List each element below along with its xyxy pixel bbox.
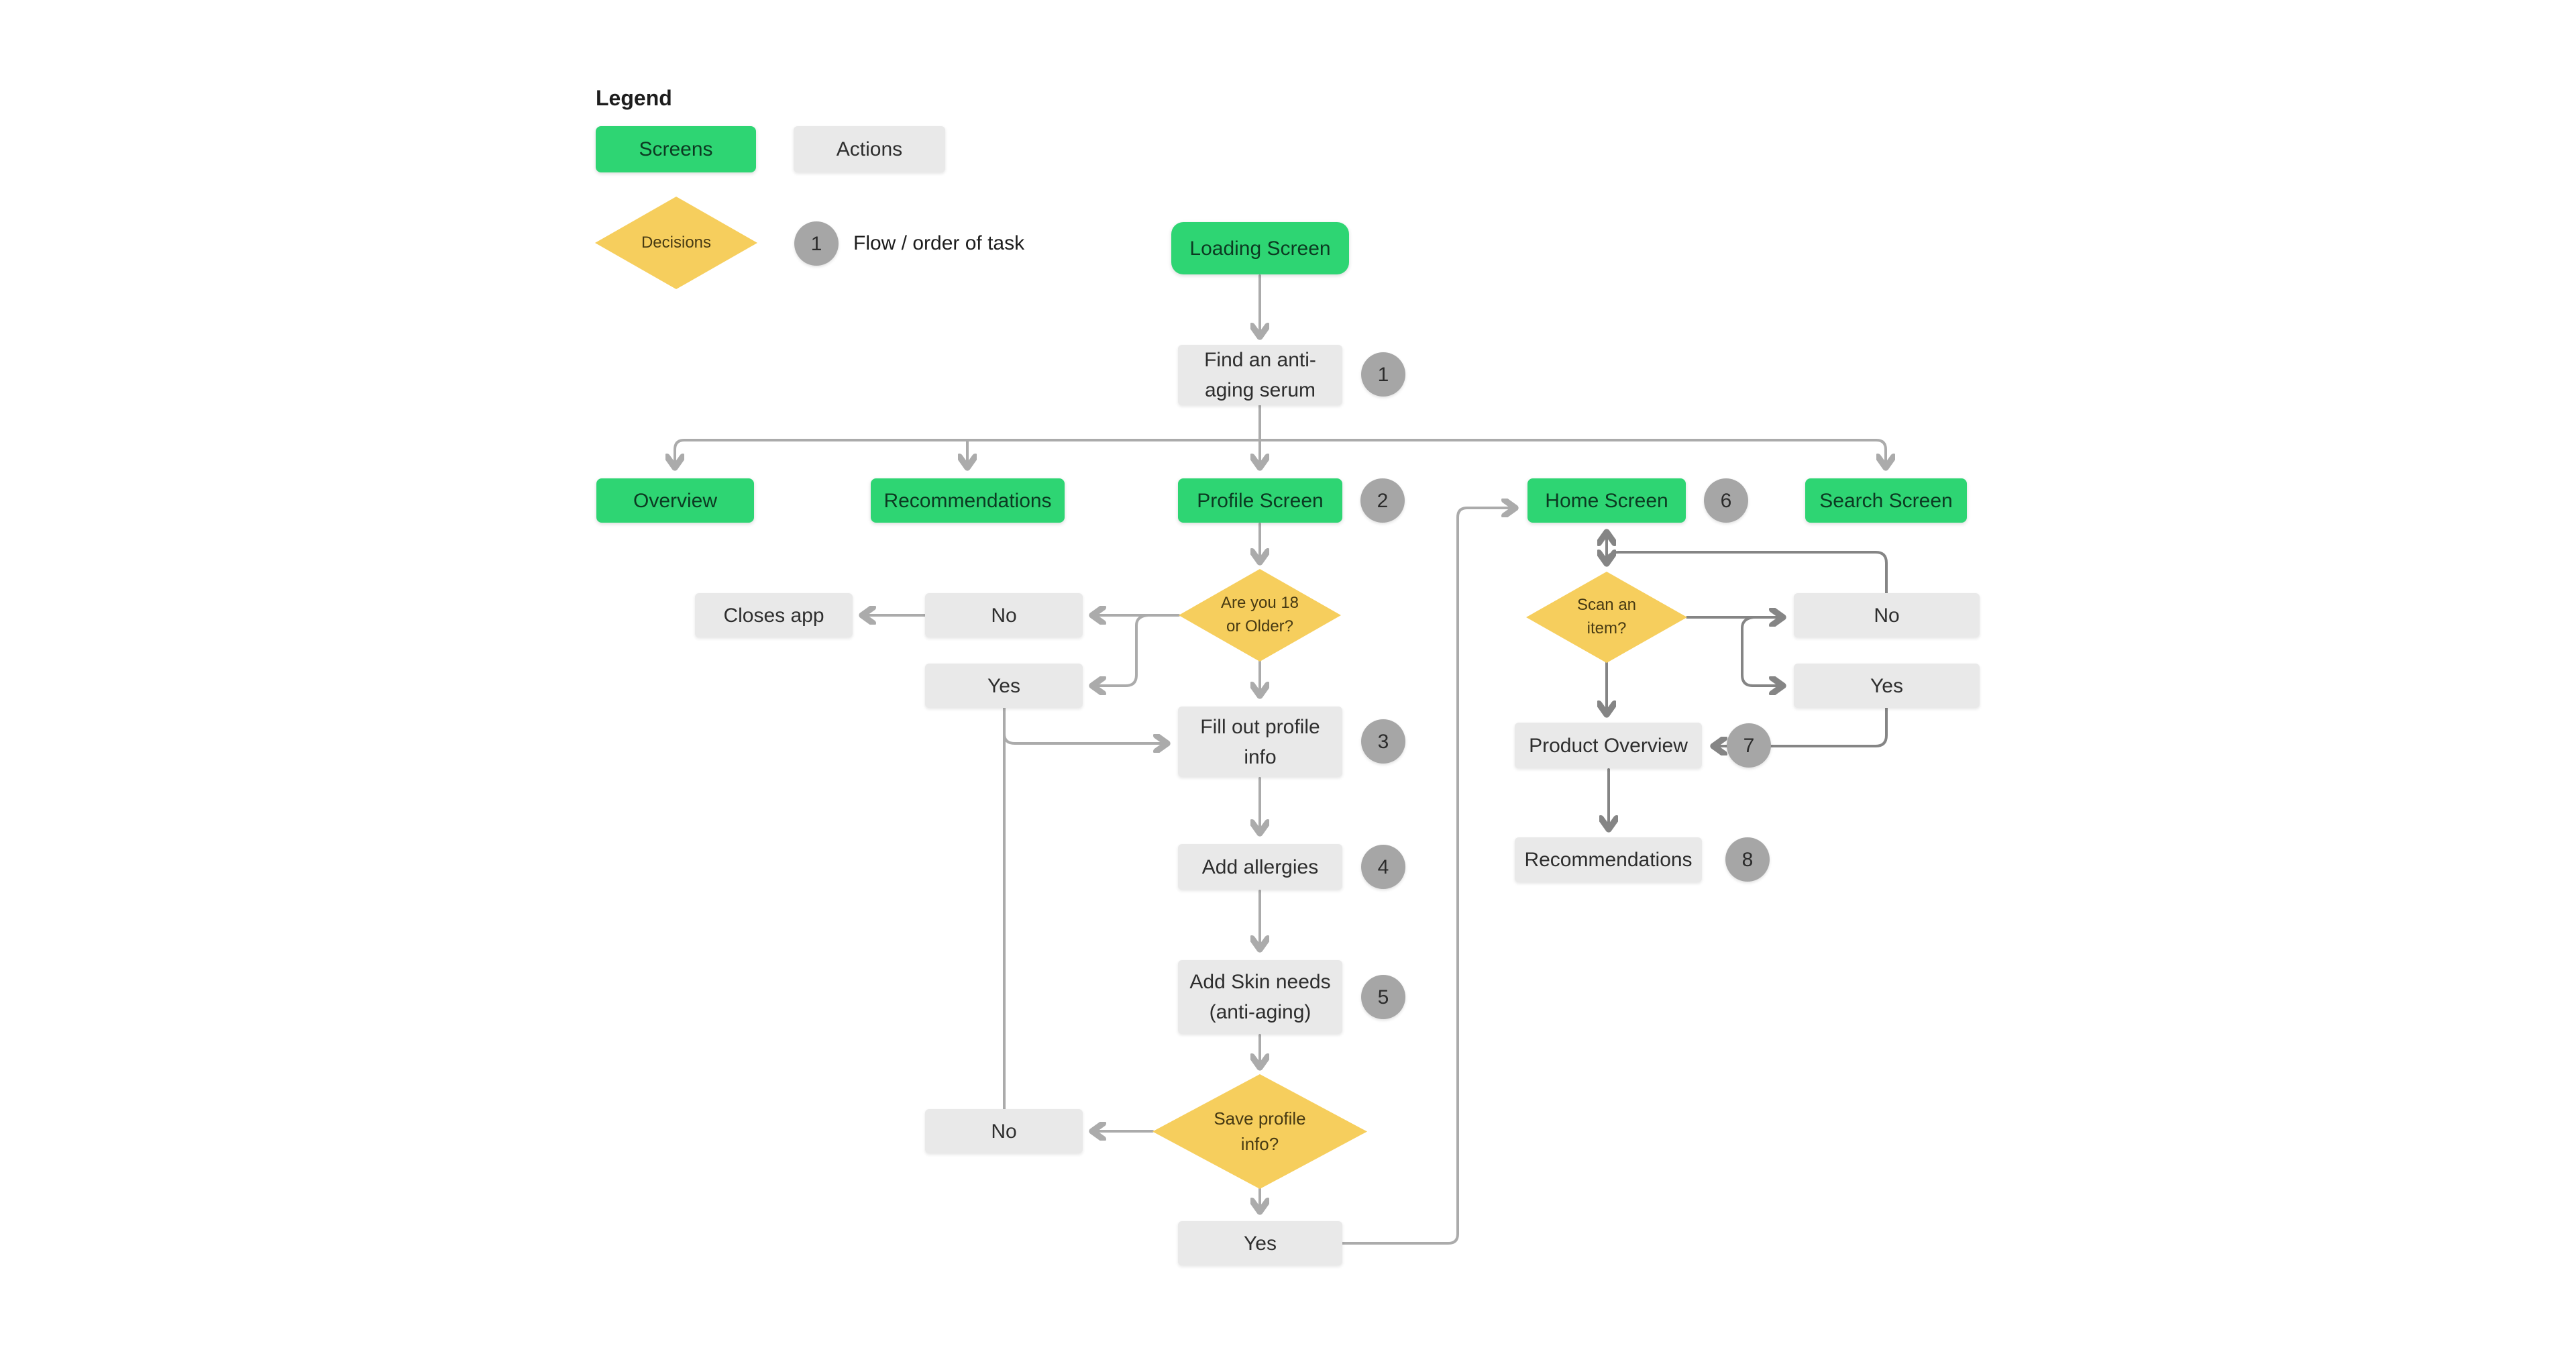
node-loading-screen[interactable]: Loading Screen	[1171, 222, 1349, 274]
node-profile-screen[interactable]: Profile Screen	[1178, 478, 1342, 523]
node-scan-no[interactable]: No	[1794, 593, 1980, 637]
legend-flow-badge[interactable]: 1	[794, 221, 839, 266]
legend-actions-swatch[interactable]: Actions	[794, 126, 945, 172]
node-age-no[interactable]: No	[925, 593, 1083, 637]
node-search-screen[interactable]: Search Screen	[1805, 478, 1967, 523]
badge-add-allergies[interactable]: 4	[1361, 845, 1405, 889]
legend-flow-label: Flow / order of task	[853, 232, 1025, 254]
node-save-no[interactable]: No	[925, 1109, 1083, 1153]
badge-add-skin-needs[interactable]: 5	[1361, 975, 1405, 1019]
node-closes-app[interactable]: Closes app	[695, 593, 853, 637]
legend-title: Legend	[596, 86, 672, 110]
badge-fill-profile[interactable]: 3	[1361, 719, 1405, 764]
badge-recommendations[interactable]: 8	[1725, 837, 1770, 882]
node-product-overview[interactable]: Product Overview	[1515, 723, 1702, 768]
node-add-skin-needs[interactable]: Add Skin needs (anti-aging)	[1178, 960, 1342, 1034]
node-save-yes[interactable]: Yes	[1178, 1221, 1342, 1265]
badge-home-screen[interactable]: 6	[1704, 478, 1748, 523]
connector-scan-yes-to-product-overview	[1713, 707, 1888, 746]
node-recommendations-action[interactable]: Recommendations	[1515, 837, 1702, 882]
node-home-screen[interactable]: Home Screen	[1527, 478, 1686, 523]
node-find-serum[interactable]: Find an anti- aging serum	[1178, 345, 1342, 405]
node-scan-yes[interactable]: Yes	[1794, 664, 1980, 708]
badge-product-overview[interactable]: 7	[1727, 723, 1771, 768]
node-overview-screen[interactable]: Overview	[596, 478, 754, 523]
connector-age-decision-to-yes	[1092, 614, 1150, 686]
connector-scan-decision-to-yes	[1741, 616, 1783, 686]
badge-find-serum[interactable]: 1	[1361, 352, 1405, 397]
connector-find-branch-horizontal	[674, 439, 1887, 470]
connector-scan-no-loop-to-home	[1605, 551, 1888, 594]
connector-save-yes-to-home	[1341, 508, 1515, 1245]
connector-junction-to-fill-profile	[1003, 733, 1167, 743]
legend-screens-swatch[interactable]: Screens	[596, 126, 756, 172]
node-age-yes[interactable]: Yes	[925, 664, 1083, 708]
node-recommendations-screen[interactable]: Recommendations	[871, 478, 1065, 523]
badge-profile-screen[interactable]: 2	[1360, 478, 1405, 523]
node-add-allergies[interactable]: Add allergies	[1178, 844, 1342, 890]
node-fill-profile[interactable]: Fill out profile info	[1178, 707, 1342, 777]
